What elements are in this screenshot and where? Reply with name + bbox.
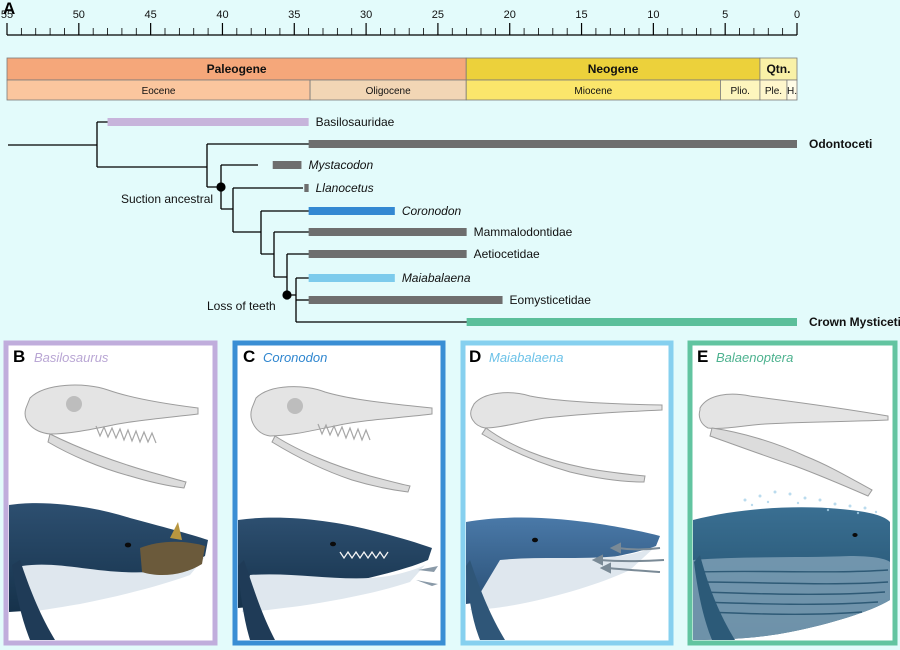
epoch-label: Ple.: [765, 86, 782, 97]
panel-e-letter: E: [697, 347, 708, 366]
taxon-label: Crown Mysticeti: [809, 315, 900, 329]
axis-tick-label: 45: [145, 9, 157, 21]
panel-d-taxon: Maiabalaena: [489, 350, 563, 365]
suction-flow-arrows-icon: [591, 542, 665, 574]
taxon-range-bar: [308, 207, 395, 215]
period-label: Qtn.: [766, 62, 790, 76]
geologic-time-scale: Paleogene Neogene Qtn. Eocene Oligocene Mioce…: [6, 57, 798, 101]
tree-branch-mammalodontidae: [273, 231, 311, 278]
node-label-loss-of-teeth: Loss of teeth: [207, 299, 276, 313]
period-label: Paleogene: [207, 62, 267, 76]
panel-d-maiabalaena: D Maiabalaena: [460, 340, 674, 646]
axis-tick-label: 55: [1, 9, 13, 21]
taxon-range-bar: [466, 318, 797, 326]
coronodon-head-icon: [238, 517, 438, 640]
taxon-range-bar: [308, 296, 503, 304]
maiabalaena-skull-icon: [470, 392, 663, 483]
tree-branch-basilosauridae: [96, 121, 207, 168]
taxon-range-bar: [308, 228, 467, 236]
axis-tick-label: 30: [360, 9, 372, 21]
axis-tick-label: 20: [504, 9, 516, 21]
taxon-label: Basilosauridae: [316, 115, 395, 129]
tree-branch-aetiocetidae: [286, 253, 311, 296]
water-spray-icon: [743, 490, 878, 515]
panel-c-letter: C: [243, 347, 255, 366]
taxon-range-bars: BasilosauridaeOdontocetiMystacodonLlanoc…: [107, 115, 900, 329]
balaenoptera-head-icon: [693, 507, 890, 640]
epoch-label: H.: [787, 86, 797, 97]
taxon-label: Odontoceti: [809, 137, 872, 151]
period-label: Neogene: [588, 62, 639, 76]
panel-d-letter: D: [469, 347, 481, 366]
node-loss-of-teeth: [282, 290, 292, 300]
node-suction-ancestral: [216, 182, 226, 192]
axis-tick-label: 25: [432, 9, 444, 21]
epoch-label: Miocene: [574, 86, 612, 97]
axis-tick-label: 5: [722, 9, 728, 21]
axis-tick-label: 15: [575, 9, 587, 21]
taxon-range-bar: [308, 250, 467, 258]
panel-b-letter: B: [13, 347, 25, 366]
axis-tick-label: 0: [794, 9, 800, 21]
axis-tick-label: 10: [647, 9, 659, 21]
axis-tick-label: 50: [73, 9, 85, 21]
taxon-label: Mystacodon: [308, 158, 373, 172]
epoch-label: Oligocene: [366, 86, 411, 97]
taxon-range-bar: [308, 140, 797, 148]
taxon-range-bar: [107, 118, 309, 126]
epoch-label: Eocene: [142, 86, 176, 97]
taxon-label: Coronodon: [402, 204, 462, 218]
tree-branch-coronodon: [260, 210, 311, 255]
phylogeny-tree: [8, 121, 467, 323]
epoch-band: [786, 79, 798, 101]
taxon-label: Llanocetus: [316, 181, 374, 195]
panel-c-coronodon: C Coronodon: [232, 340, 446, 646]
taxon-range-bar: [272, 161, 302, 169]
taxon-range-bar: [308, 274, 395, 282]
taxon-label: Maiabalaena: [402, 271, 471, 285]
basilosaurus-skull-icon: [24, 384, 199, 489]
panel-b-taxon: Basilosaurus: [34, 350, 109, 365]
node-label-suction-ancestral: Suction ancestral: [121, 192, 213, 206]
panel-c-taxon: Coronodon: [263, 350, 327, 365]
basilosaurus-head-icon: [9, 503, 208, 640]
tree-branch-mystacodon: [220, 164, 258, 210]
maiabalaena-head-icon: [466, 517, 660, 640]
panel-b-basilosaurus: B Basilosaurus: [3, 340, 218, 646]
epoch-label: Plio.: [730, 86, 749, 97]
panel-e-balaenoptera: E Balaenoptera: [687, 340, 898, 646]
tree-branch-llanocetus: [232, 187, 303, 233]
panel-e-taxon: Balaenoptera: [716, 350, 793, 365]
coronodon-skull-icon: [250, 386, 433, 493]
panel-a-letter: A: [3, 0, 15, 18]
balaenoptera-skull-icon: [698, 393, 889, 497]
axis-tick-label: 40: [216, 9, 228, 21]
taxon-label: Aetiocetidae: [474, 247, 540, 261]
taxon-label: Eomysticetidae: [510, 293, 592, 307]
axis-tick-label: 35: [288, 9, 300, 21]
taxon-label: Mammalodontidae: [474, 225, 573, 239]
taxon-range-bar: [304, 184, 309, 192]
